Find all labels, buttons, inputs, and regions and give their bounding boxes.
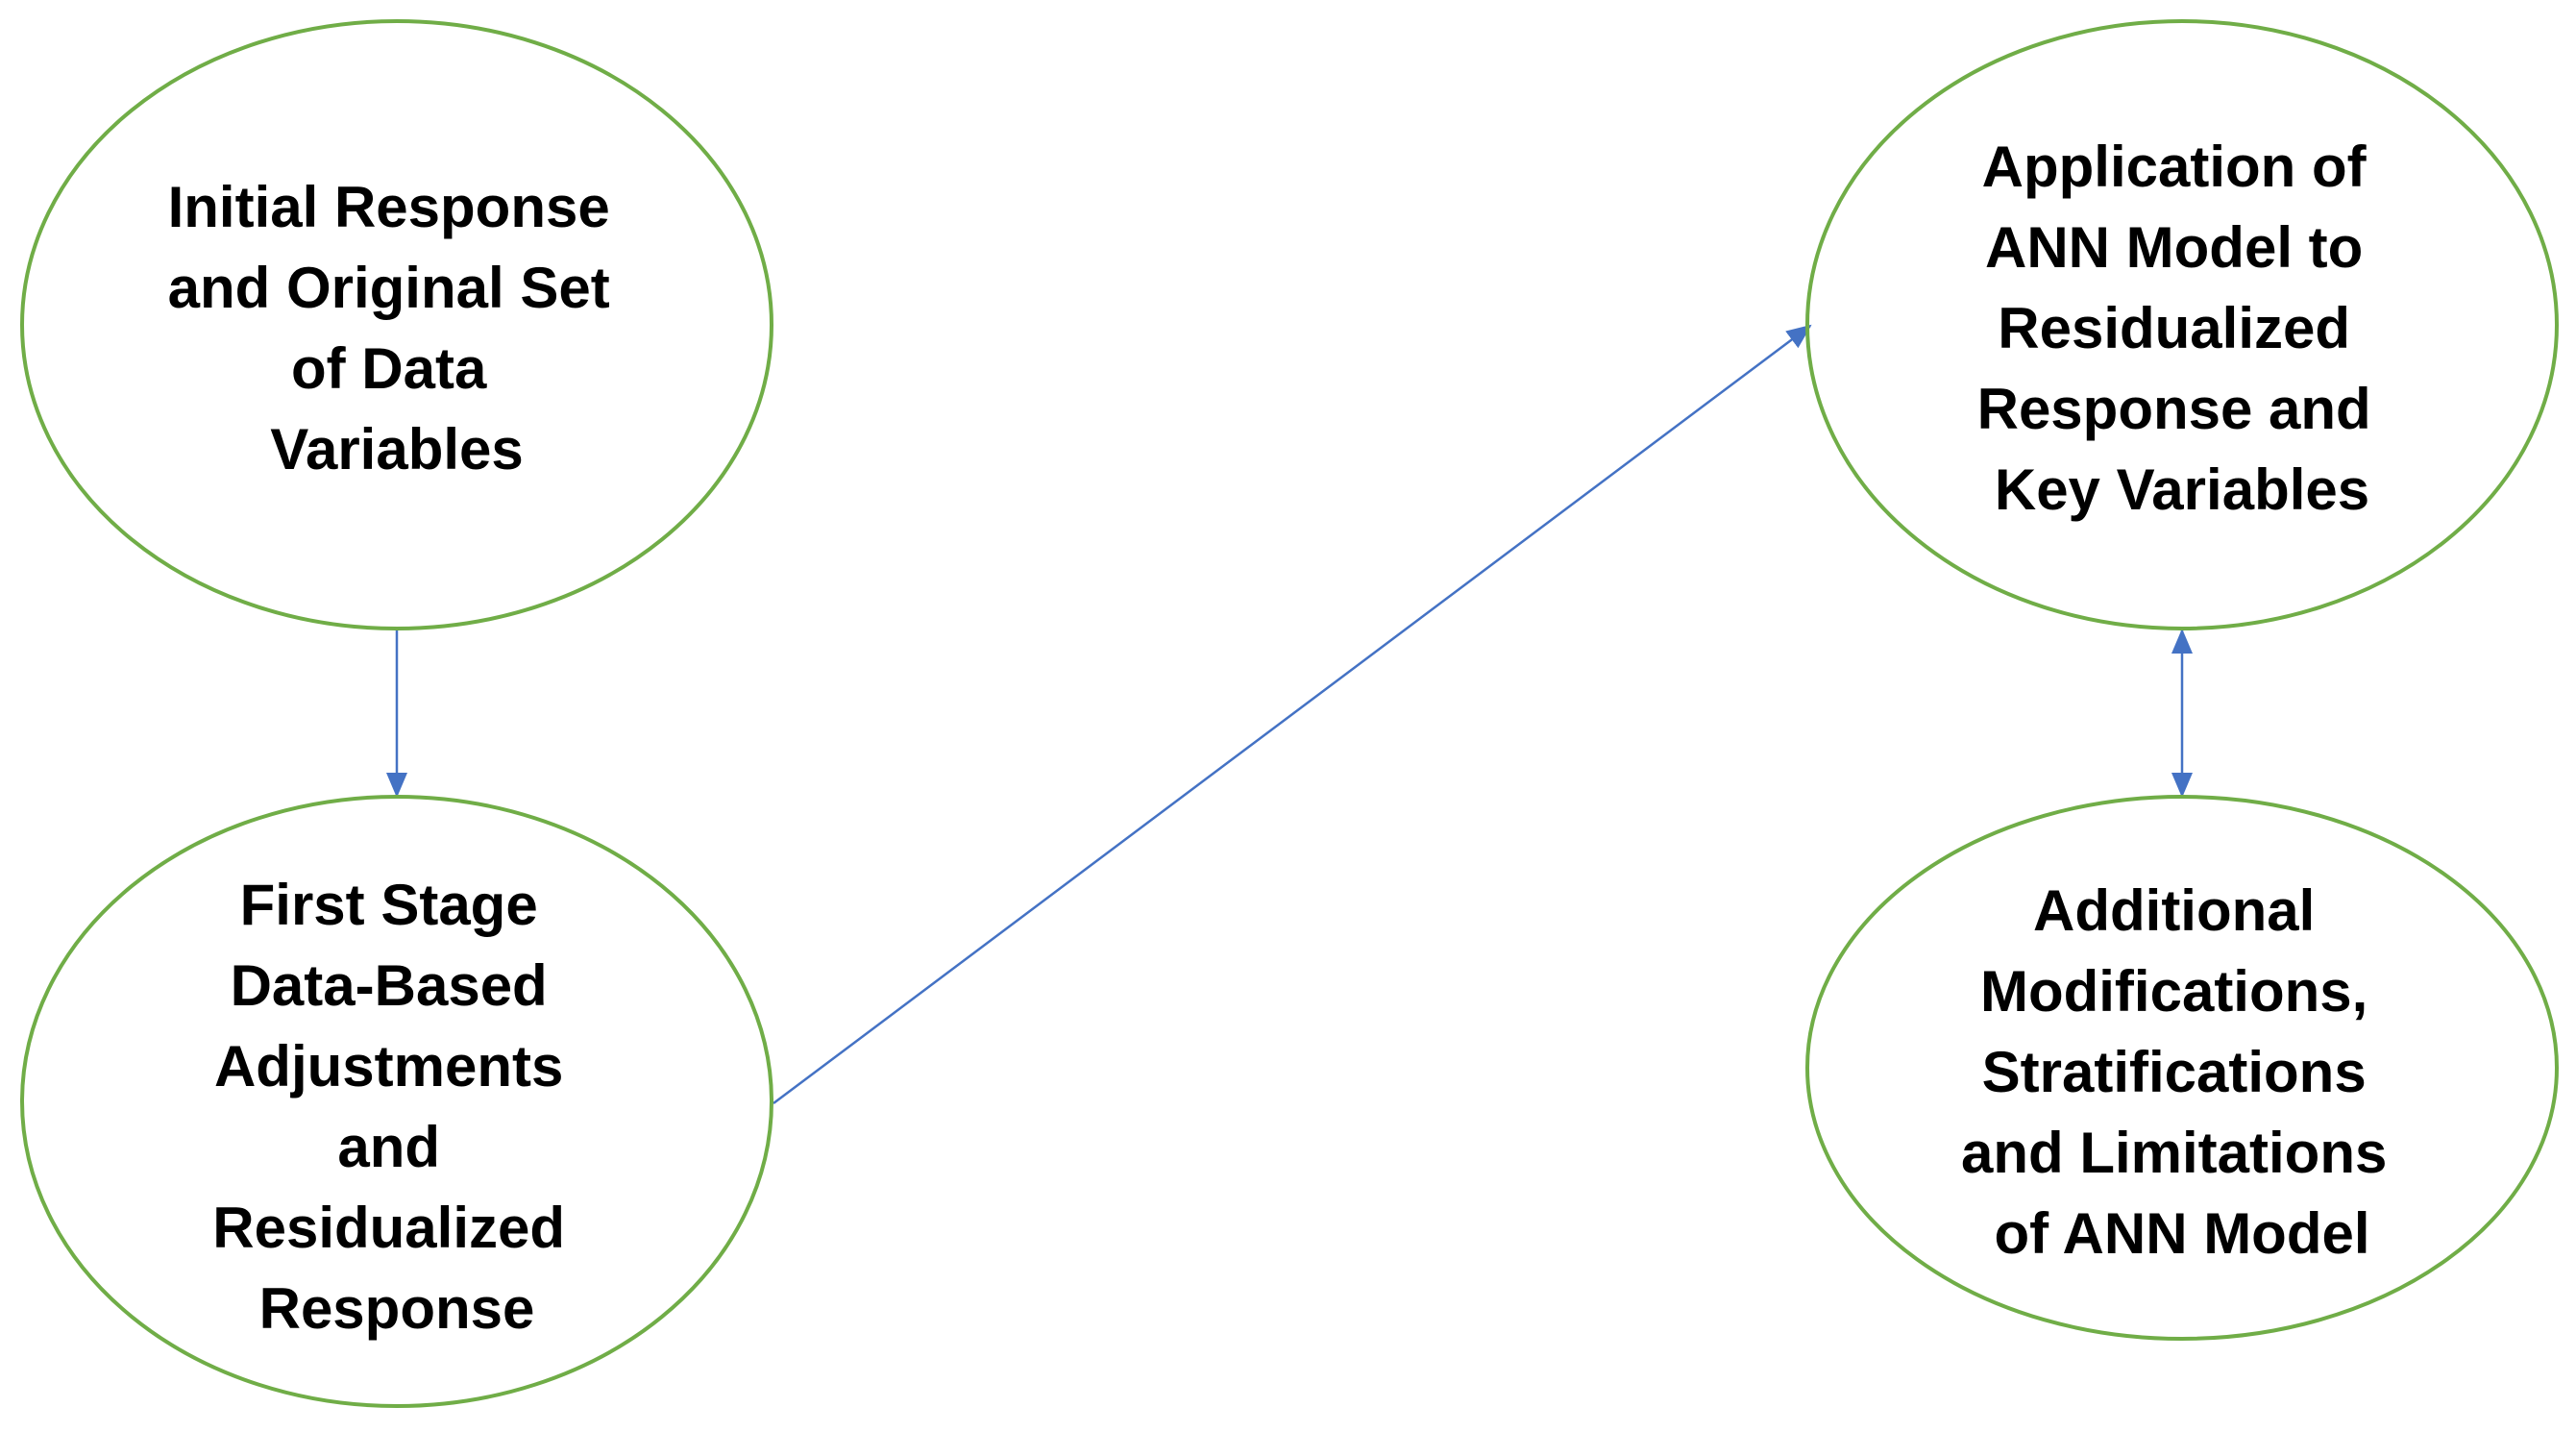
node-additional-modifications-line-1: Additional — [2033, 878, 2315, 943]
node-first-stage-ellipse — [20, 795, 773, 1408]
node-additional-modifications-line-3: Stratifications — [1982, 1040, 2367, 1104]
node-additional-modifications-text: Additional Modifications, Stratification… — [1961, 878, 2403, 1266]
node-ann-application-text: Application of ANN Model to Residualized… — [1977, 135, 2388, 522]
node-first-stage-text: First Stage Data-Based Adjustments and R… — [212, 873, 580, 1341]
node-initial-response-line-3: of Data — [291, 336, 487, 401]
node-initial-response: Initial Response and Original Set of Dat… — [20, 19, 773, 630]
node-ann-application-line-3: Residualized — [1998, 296, 2350, 360]
node-ann-application-line-1: Application of — [1982, 135, 2367, 199]
node-first-stage-line-3: Adjustments — [214, 1034, 563, 1099]
node-ann-application-line-4: Response and — [1977, 377, 2371, 441]
node-first-stage-line-5: Residualized — [212, 1196, 565, 1260]
node-first-stage-line-1: First Stage — [240, 873, 538, 937]
node-additional-modifications: Additional Modifications, Stratification… — [1805, 795, 2559, 1341]
node-ann-application: Application of ANN Model to Residualized… — [1805, 19, 2559, 630]
node-initial-response-line-4: Variables — [270, 417, 524, 481]
node-initial-response-line-2: and Original Set — [168, 256, 610, 320]
node-first-stage: First Stage Data-Based Adjustments and R… — [20, 795, 773, 1408]
node-additional-modifications-line-2: Modifications, — [1980, 959, 2367, 1024]
node-first-stage-line-2: Data-Based — [231, 953, 548, 1018]
node-initial-response-text: Initial Response and Original Set of Dat… — [168, 175, 626, 481]
node-ann-application-line-5: Key Variables — [1995, 457, 2369, 522]
arrow-first-stage-to-ann-application — [773, 324, 1812, 1105]
node-additional-modifications-line-4: and Limitations — [1961, 1121, 2387, 1185]
node-initial-response-ellipse — [20, 19, 773, 630]
node-first-stage-line-6: Response — [259, 1276, 535, 1341]
node-ann-application-ellipse — [1805, 19, 2559, 630]
node-ann-application-line-2: ANN Model to — [1985, 215, 2363, 280]
node-additional-modifications-ellipse — [1805, 795, 2559, 1341]
node-additional-modifications-line-5: of ANN Model — [1994, 1201, 2369, 1266]
node-initial-response-line-1: Initial Response — [168, 175, 610, 239]
node-first-stage-line-4: and — [337, 1115, 440, 1179]
